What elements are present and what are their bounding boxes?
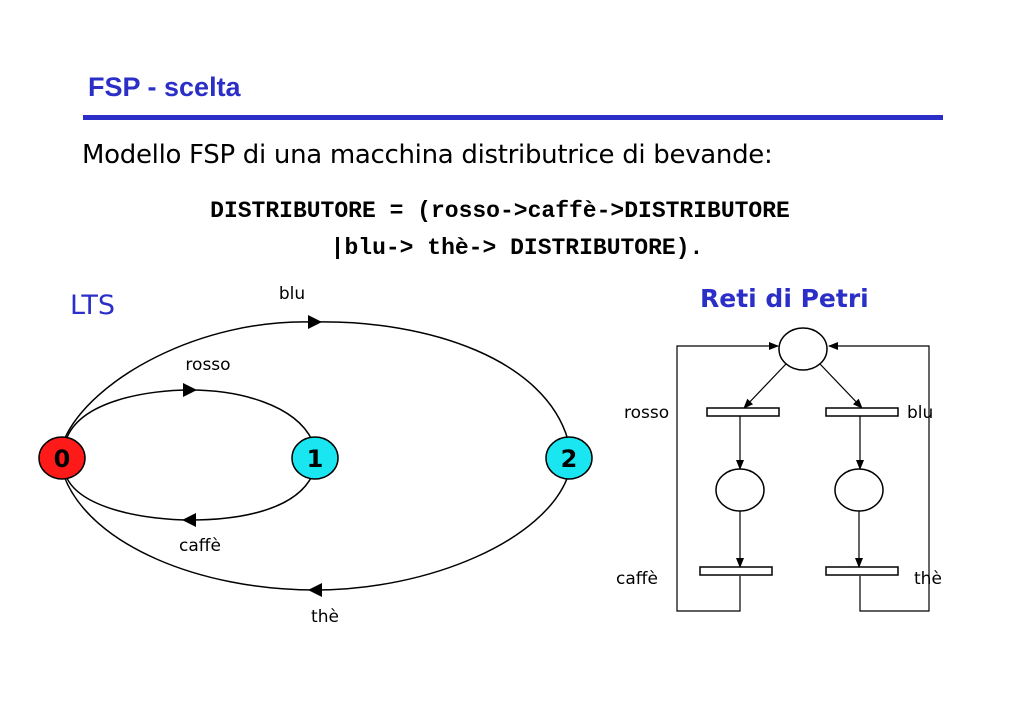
- lts-state-2: [545, 436, 593, 480]
- petri-feedback-left: [676, 342, 779, 612]
- lts-arrow-blu: [308, 315, 322, 329]
- lts-state-0-label: 0: [54, 445, 71, 473]
- petri-transition-caffe: [699, 566, 773, 576]
- petri-arc-top-rosso: [743, 363, 787, 409]
- petri-diagram: rosso blu caffè thè: [616, 327, 942, 612]
- fsp-code-line-1: DISTRIBUTORE = (rosso->caffè->DISTRIBUTO…: [210, 198, 790, 224]
- petri-arc-top-blu: [819, 363, 863, 409]
- lts-edge-rosso: [65, 389, 313, 441]
- lts-state-2-label: 2: [561, 445, 578, 473]
- intro-text: Modello FSP di una macchina distributric…: [82, 140, 773, 170]
- lts-edge-the: [63, 475, 569, 591]
- lts-arrow-caffe: [182, 513, 196, 527]
- petri-place-left: [715, 468, 765, 512]
- lts-label-the: thè: [311, 607, 339, 627]
- petri-label-rosso: rosso: [624, 403, 669, 423]
- lts-arrow-rosso: [183, 383, 197, 397]
- petri-feedback-right: [828, 342, 930, 612]
- petri-place-right: [834, 468, 884, 512]
- slide-title: FSP - scelta: [88, 72, 241, 102]
- lts-arrow-the: [308, 583, 322, 597]
- petri-place-top: [778, 327, 828, 371]
- lts-state-0: [38, 436, 86, 480]
- lts-heading: LTS: [70, 290, 115, 321]
- petri-label-caffe: caffè: [616, 569, 658, 589]
- lts-label-blu: blu: [279, 284, 305, 304]
- petri-transition-rosso: [706, 407, 780, 417]
- petri-transition-the: [825, 566, 899, 576]
- lts-label-caffe: caffè: [179, 536, 221, 556]
- lts-diagram: 0 1 2 blu rosso caffè thè: [38, 284, 593, 627]
- lts-label-rosso: rosso: [185, 355, 230, 375]
- fsp-code-line-2: |blu-> thè-> DISTRIBUTORE).: [330, 235, 704, 261]
- petri-heading: Reti di Petri: [700, 284, 869, 313]
- title-underline: [83, 115, 943, 120]
- petri-label-blu: blu: [907, 403, 933, 423]
- petri-label-the: thè: [914, 569, 942, 589]
- lts-state-1: [291, 436, 339, 480]
- lts-edge-caffe: [65, 475, 313, 521]
- petri-transition-blu: [825, 407, 899, 417]
- lts-state-1-label: 1: [307, 445, 324, 473]
- lts-edge-blu: [63, 321, 569, 441]
